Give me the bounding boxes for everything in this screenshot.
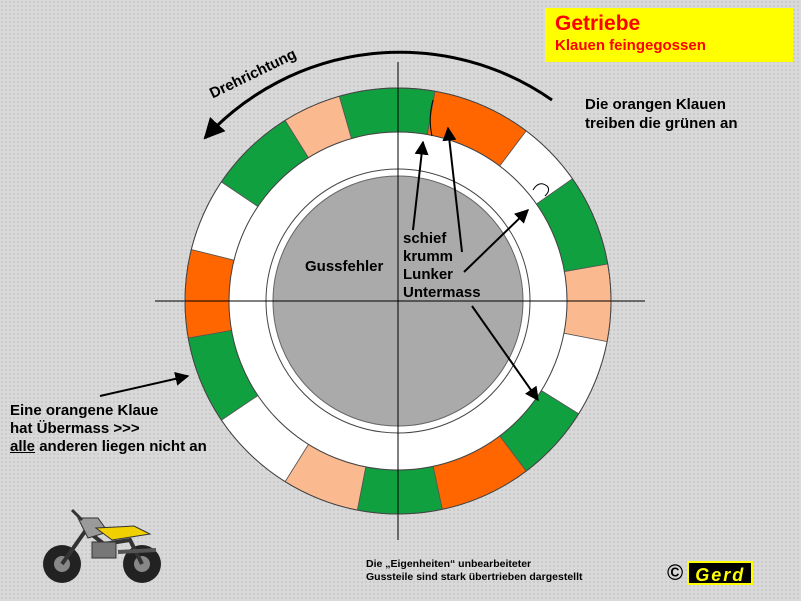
arrow-krumm <box>442 126 463 253</box>
defect-shrink-hole <box>532 183 550 197</box>
claw-ring <box>184 87 612 515</box>
copyright-symbol: © <box>667 560 684 585</box>
note-top-right-line1: Die orangen Klauen <box>585 96 726 113</box>
rotation-label: Drehrichtung <box>207 46 299 103</box>
arrow-oversize-claw <box>99 371 190 397</box>
title-box: Getriebe Klauen feingegossen <box>545 8 793 62</box>
defect-item-untermass: Untermass <box>403 284 481 301</box>
caption-line2: Gussteile sind stark übertrieben dargest… <box>366 571 583 583</box>
claw-segment-light_orange <box>563 263 612 343</box>
note-top-right: Die orangen Klauen treiben die grünen an <box>585 95 738 133</box>
claw-segment-green <box>338 87 436 140</box>
note-left-underlined-word: alle <box>10 438 36 455</box>
arrow-untermass <box>471 305 539 402</box>
note-top-right-line2: treiben die grünen an <box>585 115 738 132</box>
defect-center-label: Gussfehler <box>305 258 384 275</box>
copyright-name: Gerd <box>687 561 754 585</box>
title-sub: Klauen feingegossen <box>555 37 706 54</box>
claw-segment-green <box>356 465 443 515</box>
arrow-schief <box>412 140 429 231</box>
note-left-line2: hat Übermass >>> <box>10 420 140 437</box>
note-left-line3-rest: anderen liegen nicht an <box>35 438 207 455</box>
caption: Die „Eigenheiten“ unbearbeiteter Gusstei… <box>366 558 583 584</box>
copyright-badge: © Gerd <box>667 560 791 586</box>
note-left: Eine orangene Klaue hat Übermass >>> all… <box>10 402 207 456</box>
caption-line1: Die „Eigenheiten“ unbearbeiteter <box>366 558 532 570</box>
arrow-lunker <box>463 209 530 273</box>
note-left-line3: alle anderen liegen nicht an <box>10 438 207 456</box>
defect-item-lunker: Lunker <box>403 266 454 283</box>
defect-item-schief: schief <box>403 230 447 247</box>
rotation-arrow <box>203 50 553 140</box>
defect-item-krumm: krumm <box>403 248 454 265</box>
claw-segment-orange <box>184 248 235 339</box>
defect-list: schief krumm Lunker Untermass <box>403 230 481 302</box>
motorcycle-icon <box>43 508 161 583</box>
note-left-line1: Eine orangene Klaue <box>10 402 159 419</box>
title-main: Getriebe <box>555 12 641 35</box>
defect-crooked-flank <box>429 99 434 137</box>
